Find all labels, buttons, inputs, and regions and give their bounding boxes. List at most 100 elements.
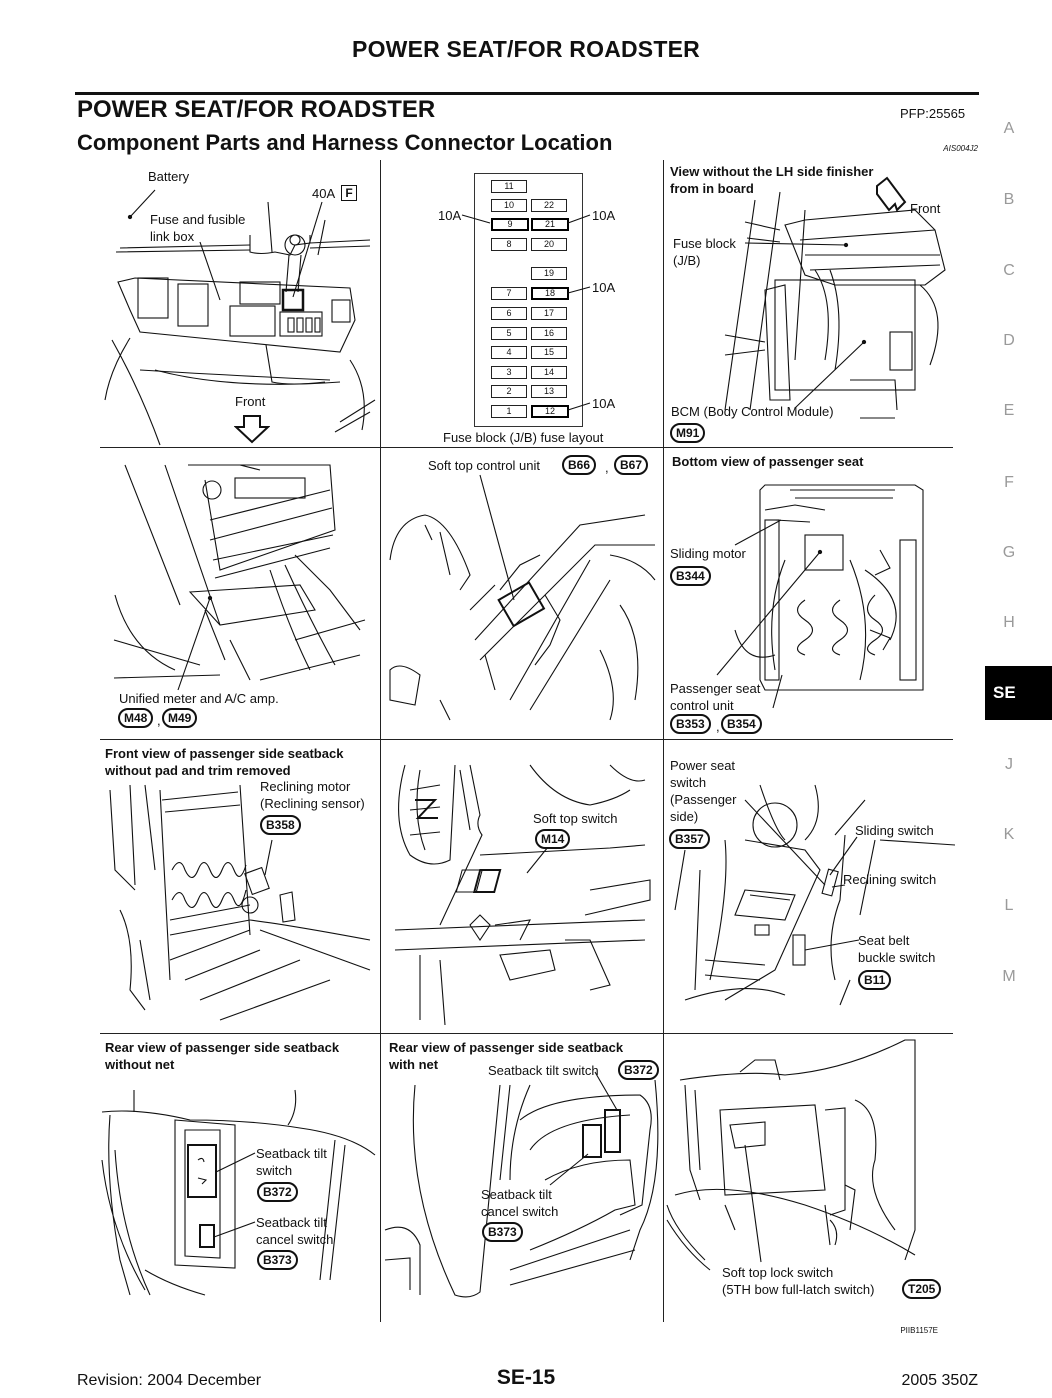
- fuse-leader-lines: [461, 214, 591, 411]
- fuse-box-label: Fuse and fusible: [150, 212, 246, 227]
- bcm-illustration: [724, 176, 946, 419]
- fuse-slot-22: 22: [531, 199, 567, 212]
- index-tab-h[interactable]: H: [1003, 614, 1015, 631]
- panel-title: Bottom view of passenger seat: [672, 454, 864, 469]
- connector-badge-b354: B354: [721, 714, 762, 734]
- battery-label: Battery: [148, 169, 190, 184]
- fuse-slot-18: 18: [531, 287, 569, 300]
- index-tab-b[interactable]: B: [1003, 191, 1015, 208]
- footer-page-number: SE-15: [496, 1366, 556, 1389]
- fuse-amp-label-9: 10A: [438, 208, 462, 223]
- unified-meter-label: Unified meter and A/C amp.: [119, 691, 279, 706]
- connector-badge-b372: B372: [257, 1182, 298, 1202]
- connector-badge-m14: M14: [535, 829, 571, 849]
- index-tab-f[interactable]: F: [1004, 474, 1014, 491]
- fuse-slot-5: 5: [491, 327, 527, 340]
- fuse-box-label-2: link box: [150, 229, 195, 244]
- connector-badge-t205: T205: [902, 1279, 942, 1299]
- panel-title: Rear view of passenger side seatback: [389, 1040, 624, 1055]
- fuse-slot-13: 13: [531, 385, 567, 398]
- grid-divider: [100, 447, 953, 448]
- passenger-seat-control-unit-label-2: control unit: [670, 698, 734, 713]
- fuse-slot-19: 19: [531, 267, 567, 280]
- seatback-tilt-switch-label: Seatback tilt: [256, 1146, 327, 1161]
- fuse-block-label: Fuse block: [673, 236, 736, 251]
- fuse-slot-2: 2: [491, 385, 527, 398]
- grid-divider: [663, 160, 664, 1322]
- seatback-tilt-cancel-switch-label-2: cancel switch: [256, 1232, 334, 1247]
- soft-top-control-unit-illustration: [389, 474, 656, 721]
- fuse-slot-17: 17: [531, 307, 567, 320]
- power-seat-switch-label-4: side): [670, 809, 699, 824]
- passenger-seat-bottom-illustration: [716, 484, 924, 709]
- soft-top-lock-switch-label-2: (5TH bow full-latch switch): [722, 1282, 875, 1297]
- footer-model: 2005 350Z: [901, 1372, 978, 1389]
- panel-title: Front view of passenger side seatback: [105, 746, 344, 761]
- seatback-tilt-cancel-switch-label: Seatback tilt: [481, 1187, 552, 1202]
- seatback-tilt-switch-label: Seatback tilt switch: [488, 1063, 599, 1078]
- power-seat-switch-illustration: [674, 784, 955, 1006]
- connector-badge-b353: B353: [670, 714, 711, 734]
- fuse-layout-caption: Fuse block (J/B) fuse layout: [443, 430, 604, 445]
- panel-title-2: without net: [105, 1057, 175, 1072]
- connector-badge-m91: M91: [670, 423, 706, 443]
- reclining-sensor-label: (Reclining sensor): [260, 796, 365, 811]
- seat-belt-buckle-switch-label-2: buckle switch: [858, 950, 936, 965]
- passenger-seat-control-unit-label: Passenger seat: [670, 681, 761, 696]
- index-tab-m[interactable]: M: [1002, 968, 1016, 985]
- connector-badge-m49: M49: [162, 708, 198, 728]
- connector-badge-b357: B357: [669, 829, 710, 849]
- power-seat-switch-label-2: switch: [670, 775, 707, 790]
- index-tab-e[interactable]: E: [1003, 402, 1015, 419]
- bcm-label: BCM (Body Control Module): [671, 404, 834, 419]
- panel-title-2: with net: [389, 1057, 439, 1072]
- section-title: POWER SEAT/FOR ROADSTER: [77, 96, 436, 123]
- index-tab-d[interactable]: D: [1003, 332, 1015, 349]
- fuse-slot-16: 16: [531, 327, 567, 340]
- seatback-tilt-switch-label-2: switch: [256, 1163, 293, 1178]
- soft-top-lock-switch-label: Soft top lock switch: [722, 1265, 834, 1280]
- fuse-slot-3: 3: [491, 366, 527, 379]
- connector-badge-b372: B372: [618, 1060, 659, 1080]
- seatback-rear-net-illustration: [384, 1071, 659, 1298]
- fuse-slot-6: 6: [491, 307, 527, 320]
- front-label: Front: [235, 394, 266, 409]
- panel-title-2: without pad and trim removed: [105, 763, 291, 778]
- page-header: POWER SEAT/FOR ROADSTER: [352, 36, 700, 62]
- soft-top-control-unit-label: Soft top control unit: [428, 458, 541, 473]
- pfp-code: PFP:25565: [900, 106, 966, 121]
- fuse-amp-label-18: 10A: [592, 280, 616, 295]
- index-tab-l[interactable]: L: [1004, 897, 1014, 914]
- seatback-tilt-cancel-switch-label: Seatback tilt: [256, 1215, 327, 1230]
- index-tab-j[interactable]: J: [1005, 756, 1013, 773]
- seat-belt-buckle-switch-label: Seat belt: [858, 933, 910, 948]
- title-rule: [75, 92, 979, 95]
- soft-top-switch-label: Soft top switch: [533, 811, 618, 826]
- sliding-switch-label: Sliding switch: [855, 823, 934, 838]
- index-tab-g[interactable]: G: [1002, 544, 1016, 561]
- power-seat-switch-label: Power seat: [670, 758, 736, 773]
- fuse-slot-9: 9: [491, 218, 529, 231]
- index-tab-se-active[interactable]: SE: [985, 666, 1052, 720]
- document-id: AIS004J2: [943, 144, 978, 153]
- fuse-slot-12: 12: [531, 405, 569, 418]
- fuse-link-box-illustration: [104, 189, 376, 446]
- panel-title-2: from in board: [670, 181, 754, 196]
- fuse-slot-21: 21: [531, 218, 569, 231]
- index-tab-c[interactable]: C: [1003, 262, 1015, 279]
- separator: ,: [605, 460, 609, 475]
- fuse-slot-4: 4: [491, 346, 527, 359]
- unified-meter-illustration: [113, 464, 366, 691]
- index-tab-k[interactable]: K: [1003, 826, 1015, 843]
- soft-top-lock-switch-illustration: [666, 1039, 916, 1271]
- seatback-rear-illustration: [101, 1089, 376, 1296]
- seatback-tilt-cancel-switch-label-2: cancel switch: [481, 1204, 559, 1219]
- grid-divider: [380, 160, 381, 1322]
- grid-divider: [100, 1033, 953, 1034]
- index-tab-a[interactable]: A: [1003, 120, 1015, 137]
- fuse-slot-15: 15: [531, 346, 567, 359]
- fuse-block-label-2: (J/B): [673, 253, 701, 268]
- fuse-block-outline: [474, 173, 583, 427]
- connector-badge-b373: B373: [257, 1250, 298, 1270]
- power-seat-switch-label-3: (Passenger: [670, 792, 737, 807]
